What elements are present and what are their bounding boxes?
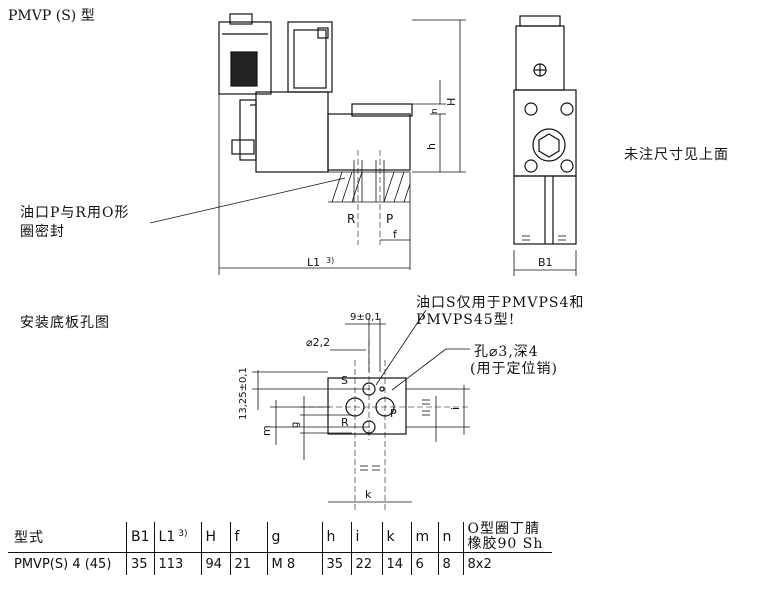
dim-h-label: H bbox=[445, 98, 458, 106]
th-h: H bbox=[200, 522, 231, 553]
subplate-hatch bbox=[328, 160, 411, 203]
td-l1: 113 bbox=[153, 552, 202, 575]
th-n: n bbox=[437, 522, 464, 553]
subplate-pattern bbox=[327, 377, 407, 435]
th-f: f bbox=[229, 522, 268, 553]
dim-f-label: f bbox=[393, 228, 398, 241]
dims-note: 未注尺寸见上面 bbox=[624, 147, 729, 163]
td-k: 14 bbox=[381, 552, 412, 575]
dim-k-label: k bbox=[365, 488, 372, 501]
td-f: 21 bbox=[229, 552, 268, 575]
th-h2: h bbox=[321, 522, 352, 553]
dim-b1-label: B1 bbox=[538, 256, 553, 269]
td-h2: 35 bbox=[321, 552, 352, 575]
dim-i-label: i bbox=[449, 407, 462, 410]
port-note-line2: 圈密封 bbox=[20, 224, 65, 240]
th-i: i bbox=[350, 522, 383, 553]
td-oring: 8x2 bbox=[462, 552, 552, 575]
port-s-label: S bbox=[341, 374, 348, 387]
th-oring: O型圈丁腈 橡胶90 Sh bbox=[462, 522, 552, 553]
td-model: PMVP(S) 4 (45) bbox=[8, 552, 127, 575]
s-port-note-line2: PMVPS45型! bbox=[416, 312, 516, 328]
port-r-label: R bbox=[347, 212, 355, 226]
th-model: 型式 bbox=[14, 530, 44, 546]
pin-note-line1: 孔⌀3,深4 bbox=[474, 344, 539, 360]
dim-9-label: 9±0,1 bbox=[350, 312, 381, 323]
dim-l1-label: L1 bbox=[307, 256, 320, 269]
port-note-line1: 油口P与R用O形 bbox=[20, 205, 130, 221]
dim-1325-label: 13,25±0,1 bbox=[238, 367, 249, 420]
connector-plug bbox=[218, 13, 272, 95]
port-p-label: P bbox=[386, 212, 393, 226]
dim-n-label: n bbox=[430, 108, 440, 114]
td-n: 8 bbox=[437, 552, 464, 575]
th-k: k bbox=[381, 522, 412, 553]
dim-g-label: g bbox=[290, 422, 301, 428]
th-m: m bbox=[410, 522, 439, 553]
page-title: PMVP (S) 型 bbox=[8, 8, 95, 24]
th-g: g bbox=[266, 522, 323, 553]
td-b1: 35 bbox=[126, 552, 155, 575]
dim-h-small-label: h bbox=[425, 143, 438, 150]
side-view bbox=[513, 15, 577, 276]
dim-l1-sup: 3) bbox=[326, 256, 334, 265]
valve-body bbox=[231, 91, 413, 173]
th-b1: B1 bbox=[126, 522, 155, 553]
td-i: 22 bbox=[350, 552, 383, 575]
port-r2-label: R bbox=[341, 416, 349, 429]
s-port-note-line1: 油口S仅用于PMVPS4和 bbox=[416, 295, 585, 311]
td-g: M 8 bbox=[266, 552, 323, 575]
td-h: 94 bbox=[200, 552, 231, 575]
dim-m-label: m bbox=[260, 425, 273, 436]
port-p2-label: P bbox=[390, 407, 397, 420]
solenoid-coil bbox=[287, 21, 333, 93]
td-m: 6 bbox=[410, 552, 439, 575]
pin-note-line2: (用于定位销) bbox=[470, 361, 558, 377]
dim-d22-label: ⌀2,2 bbox=[306, 336, 330, 349]
subplate-title: 安装底板孔图 bbox=[20, 315, 110, 331]
